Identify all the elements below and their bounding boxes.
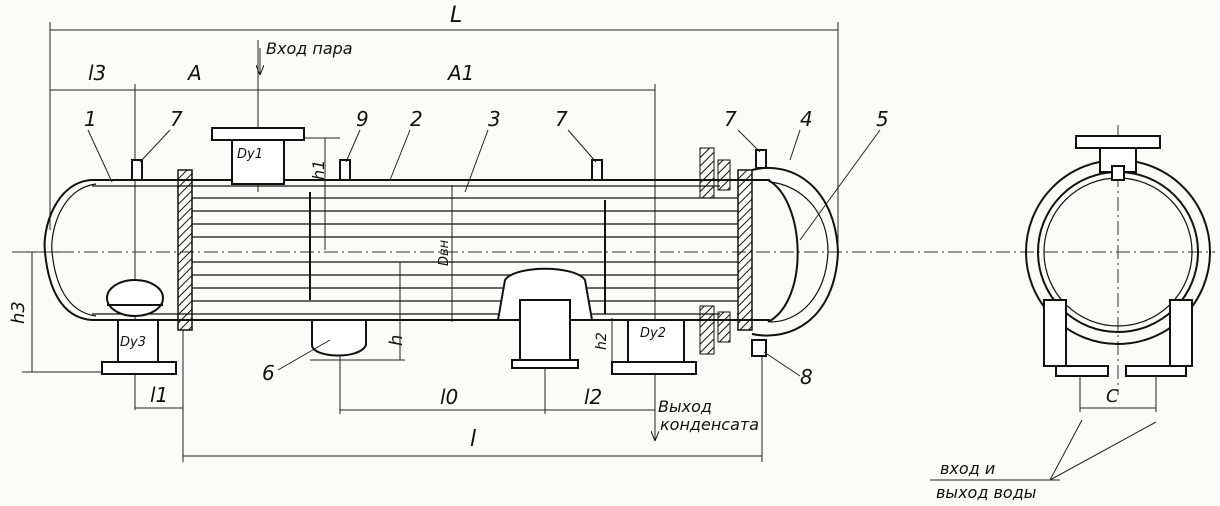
label-l: l (470, 427, 476, 452)
label-A1: A1 (446, 61, 474, 85)
position-numbers: 1 7 9 2 3 7 7 4 5 6 8 (84, 107, 889, 389)
label-l2: l2 (584, 385, 602, 409)
label-l3: l3 (88, 61, 106, 85)
nozzles (101, 127, 767, 375)
label-C: C (1106, 386, 1119, 407)
label-dy3: Dy3 (120, 335, 146, 350)
dimension-lines (22, 22, 839, 462)
label-l0: l0 (440, 385, 458, 409)
label-dy1: Dy1 (237, 147, 263, 162)
label-L: L (450, 3, 462, 28)
pos-2: 2 (410, 107, 423, 131)
vessel-side-view (43, 147, 840, 355)
label-A: A (186, 61, 202, 85)
label-dy2: Dy2 (640, 326, 666, 341)
label-water-2: выход воды (936, 483, 1036, 502)
label-water-1: вход и (940, 459, 995, 478)
label-condensate-outlet-1: Выход (658, 397, 712, 416)
pos-5: 5 (876, 107, 889, 131)
label-h1: h1 (309, 160, 328, 180)
label-steam-inlet: Вход пара (266, 39, 353, 58)
label-h: h (386, 335, 407, 346)
pos-9: 9 (356, 107, 369, 131)
pos-7a: 7 (170, 107, 183, 131)
pos-6: 6 (262, 361, 275, 385)
label-h2: h2 (594, 332, 610, 350)
center-lines (12, 125, 1215, 395)
label-l1: l1 (150, 383, 168, 407)
pos-8: 8 (800, 365, 813, 389)
leader-lines (87, 48, 1157, 481)
dimension-labels: L l3 A A1 Вход пара h1 Dy1 Dвн h h2 h3 D… (8, 3, 1119, 502)
label-condensate-outlet-2: конденсата (660, 415, 759, 434)
tube-bundle (192, 197, 738, 302)
pos-4: 4 (800, 107, 813, 131)
pos-7c: 7 (724, 107, 737, 131)
pos-1: 1 (84, 107, 97, 131)
pos-3: 3 (488, 107, 501, 131)
vessel-end-view (1025, 135, 1211, 412)
label-h3: h3 (8, 301, 29, 324)
label-dvn: Dвн (437, 239, 452, 266)
pos-7b: 7 (555, 107, 568, 131)
